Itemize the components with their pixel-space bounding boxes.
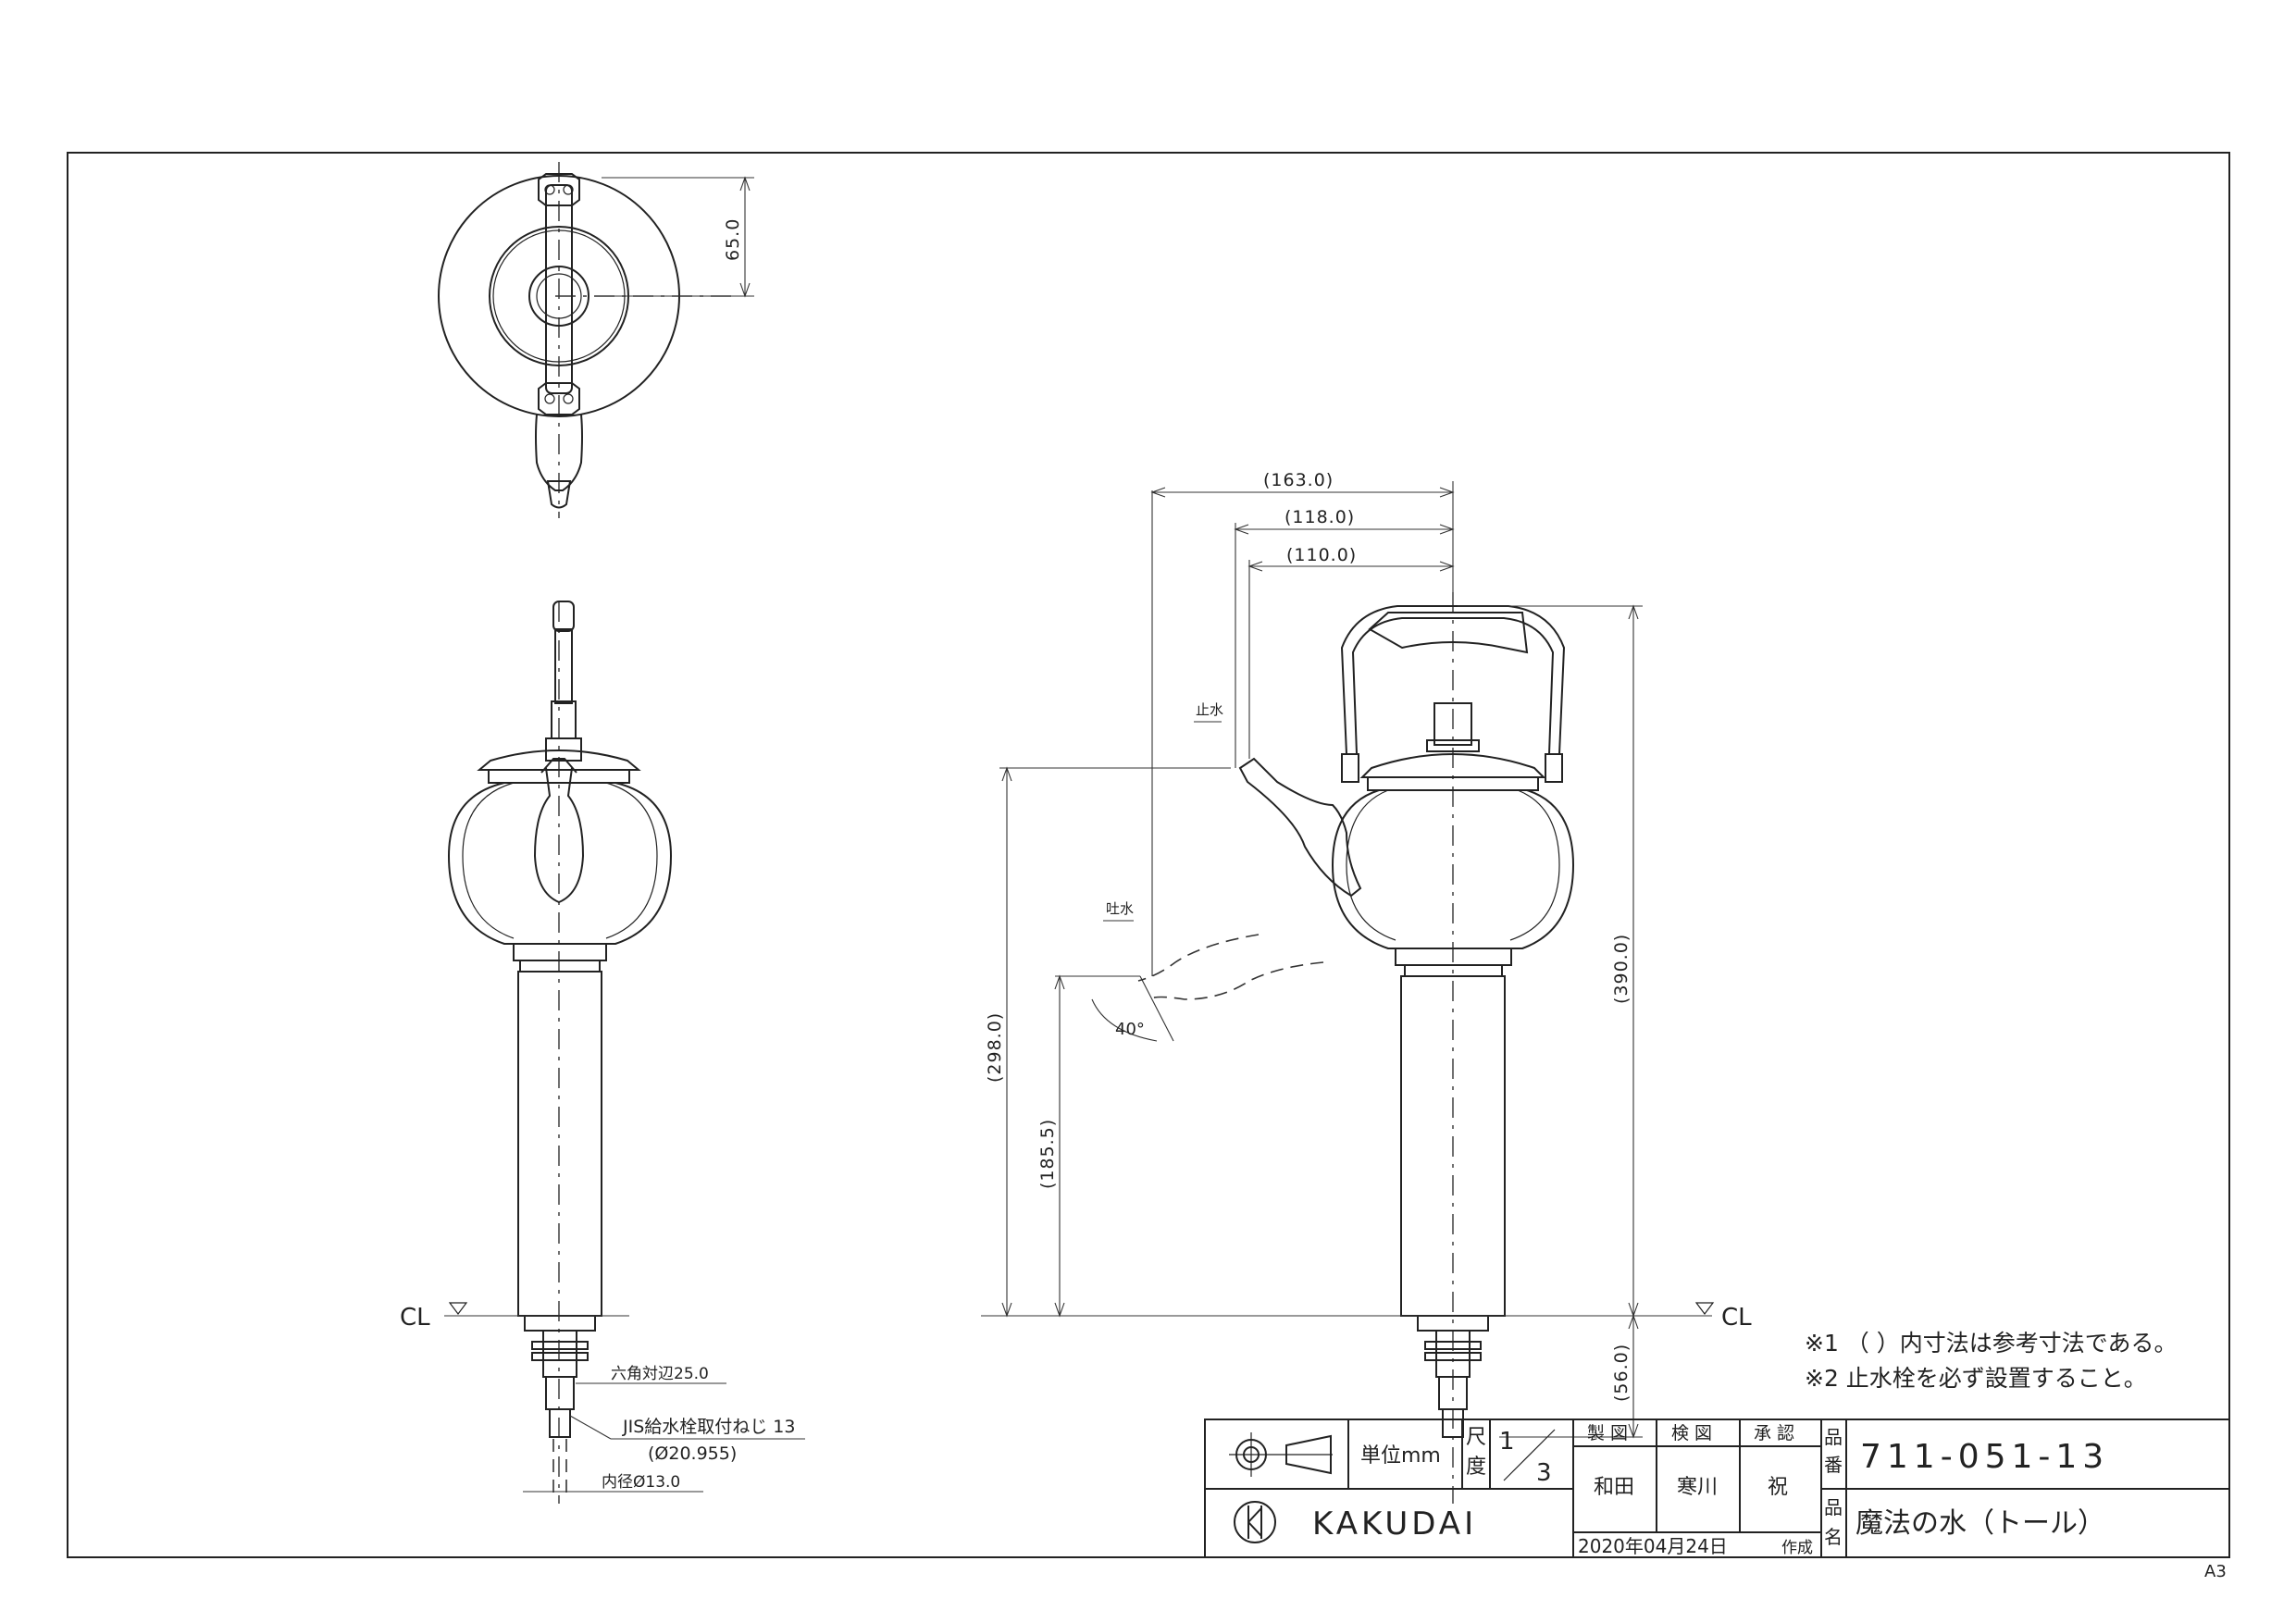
unit-label: 単位mm — [1360, 1444, 1441, 1468]
dim-185: (185.5) — [1037, 1119, 1058, 1189]
svg-text:KAKUDAI: KAKUDAI — [1312, 1505, 1477, 1542]
dim-hex: 六角対辺25.0 — [611, 1365, 709, 1383]
dim-298: (298.0) — [985, 1012, 1005, 1083]
front-view: CL 六角対辺25.0 JIS給水栓取付ねじ 13 (Ø20.955) 内径Ø1… — [400, 601, 805, 1504]
drawing-frame — [67, 152, 2230, 1558]
cl-label-left: CL — [400, 1304, 430, 1332]
dim-jis-dia: (Ø20.955) — [648, 1443, 737, 1464]
scale-numerator: 1 — [1499, 1428, 1515, 1456]
top-view: 65.0 — [438, 162, 754, 518]
dim-65: 65.0 — [723, 218, 743, 261]
dim-390: (390.0) — [1611, 934, 1632, 1004]
dim-56: (56.0) — [1611, 1344, 1632, 1402]
part-name-label-2: 名 — [1824, 1526, 1843, 1548]
name-approved: 祝 — [1768, 1476, 1788, 1499]
dim-118: (118.0) — [1285, 507, 1355, 527]
part-number: 711-051-13 — [1860, 1438, 2109, 1476]
name-drawn: 和田 — [1594, 1476, 1634, 1499]
scale-label-1: 尺 — [1466, 1426, 1486, 1449]
dim-inner: 内径Ø13.0 — [602, 1473, 680, 1492]
creation-label: 作成 — [1781, 1539, 1813, 1557]
scale-denominator: 3 — [1536, 1459, 1552, 1487]
kakudai-logo-icon: KAKUDAI — [1234, 1501, 1477, 1543]
sheet-size-label: A3 — [2204, 1562, 2227, 1581]
name-checked: 寒川 — [1677, 1476, 1718, 1499]
label-stop: 止水 — [1196, 701, 1223, 718]
scale-label-2: 度 — [1466, 1456, 1486, 1479]
creation-date: 2020年04月24日 — [1578, 1535, 1728, 1557]
header-checked: 検 図 — [1671, 1423, 1712, 1443]
part-name-label-1: 品 — [1824, 1496, 1843, 1518]
dim-110: (110.0) — [1286, 545, 1357, 565]
side-view: 40° 止水 吐水 CL (163.0) (118.0) (110.0) (39… — [981, 470, 1752, 1504]
note-1: ※1 （ ）内寸法は参考寸法である。 — [1805, 1330, 2178, 1357]
title-block: 単位mm 尺 度 1 3 製 図 検 図 承 認 和田 寒川 祝 品 番 711… — [1204, 1419, 2230, 1558]
note-2: ※2 止水栓を必ず設置すること。 — [1805, 1365, 2147, 1392]
header-approved: 承 認 — [1754, 1423, 1794, 1443]
dim-jis: JIS給水栓取付ねじ 13 — [622, 1417, 795, 1437]
cl-label-right: CL — [1721, 1304, 1752, 1332]
header-drawn: 製 図 — [1587, 1423, 1628, 1443]
part-name: 魔法の水（トール） — [1855, 1507, 2105, 1540]
dim-163: (163.0) — [1263, 470, 1334, 490]
label-spout: 吐水 — [1106, 900, 1134, 917]
projection-symbol-icon — [1229, 1432, 1333, 1477]
part-no-label-2: 番 — [1824, 1454, 1843, 1476]
part-no-label-1: 品 — [1824, 1426, 1843, 1448]
dim-angle: 40° — [1115, 1020, 1145, 1039]
